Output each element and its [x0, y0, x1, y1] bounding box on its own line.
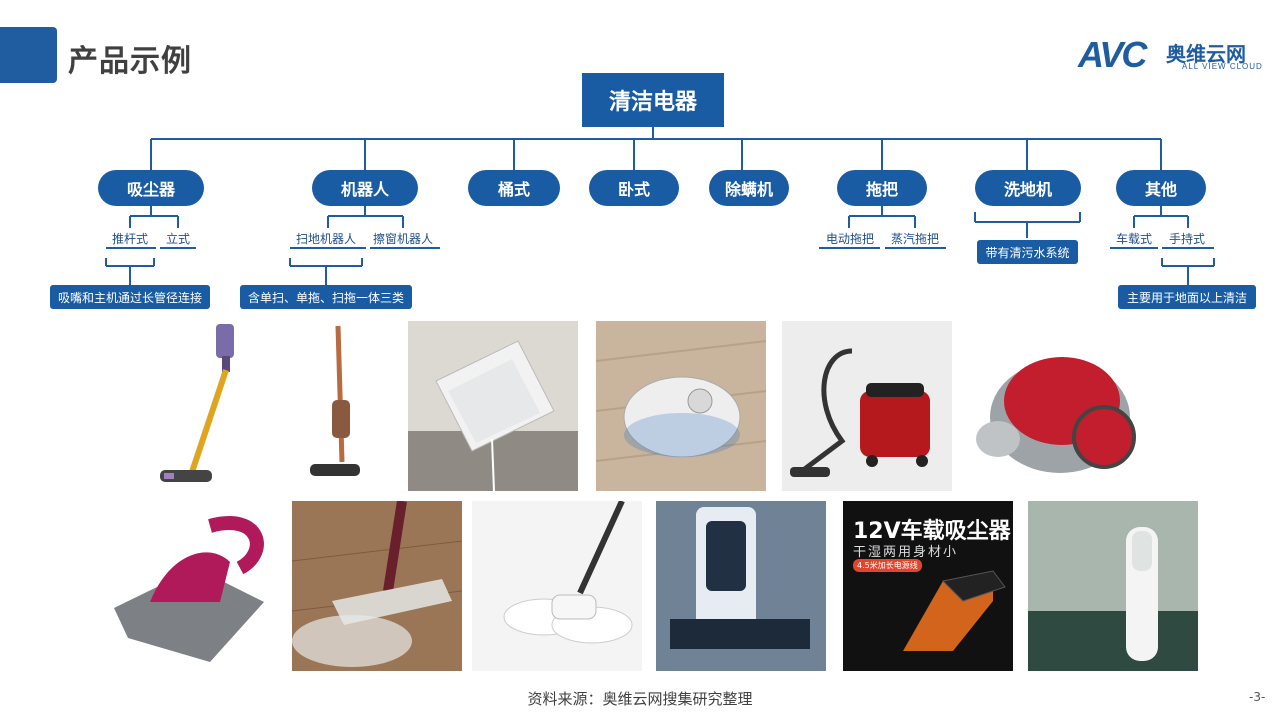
product-image-handheld-vacuum: [1028, 501, 1198, 671]
category-mop: 拖把: [837, 170, 927, 206]
tree-connectors: [105, 127, 1215, 285]
product-image-steam-mop: [292, 501, 462, 671]
logo-mark: AVC: [1078, 34, 1147, 75]
product-image-floor-washer: [656, 501, 826, 671]
product-image-stick-vacuum-2: [300, 322, 370, 490]
ad-title: 12V车载吸尘器: [853, 519, 1011, 544]
product-image-canister-vacuum: [782, 321, 952, 491]
page-title: 产品示例: [68, 44, 192, 79]
logo-en-text: ALL VIEW CLOUD: [1182, 62, 1263, 71]
product-image-electric-mop: [472, 501, 642, 671]
category-canister: 桶式: [468, 170, 560, 206]
sub-window-robot: 擦窗机器人: [373, 232, 434, 246]
product-image-stick-vacuum: [150, 322, 250, 490]
sub-steam-mop: 蒸汽拖把: [891, 232, 940, 246]
sub-sweeping-robot: 扫地机器人: [296, 232, 357, 246]
note-washer: 带有清污水系统: [977, 240, 1078, 264]
product-image-car-vacuum: 12V车载吸尘器 干湿两用身材小 4.5米加长电源线: [843, 501, 1013, 671]
note-other: 主要用于地面以上清洁: [1118, 285, 1256, 309]
category-horizontal: 卧式: [589, 170, 679, 206]
logo-cn-text: 奥维云网: [1166, 42, 1246, 66]
product-image-window-robot: [408, 321, 578, 491]
note-vacuum: 吸嘴和主机通过长管径连接: [50, 285, 210, 309]
category-mite-remover: 除螨机: [709, 170, 789, 206]
product-image-sweeping-robot: [596, 321, 766, 491]
category-robot: 机器人: [312, 170, 418, 206]
product-image-horizontal-vacuum: [968, 321, 1138, 491]
product-image-mite-remover: [110, 512, 268, 667]
page-number: -3-: [1249, 690, 1266, 704]
sub-handheld: 手持式: [1169, 232, 1206, 246]
sub-car: 车载式: [1116, 232, 1153, 246]
category-floor-washer: 洗地机: [975, 170, 1081, 206]
title-accent-block: [0, 27, 57, 83]
avc-logo: AVC 奥维云网 ALL VIEW CLOUD: [1078, 34, 1268, 75]
ad-subtitle: 干湿两用身材小: [853, 545, 959, 560]
category-vacuum: 吸尘器: [98, 170, 204, 206]
sub-electric-mop: 电动拖把: [826, 232, 875, 246]
root-node: 清洁电器: [582, 73, 724, 127]
sub-stick: 推杆式: [112, 232, 149, 246]
ad-tag: 4.5米加长电源线: [853, 559, 922, 572]
category-other: 其他: [1116, 170, 1206, 206]
note-robot: 含单扫、单拖、扫拖一体三类: [240, 285, 412, 309]
source-note: 资料来源：奥维云网搜集研究整理: [527, 690, 753, 708]
sub-upright: 立式: [166, 232, 191, 246]
